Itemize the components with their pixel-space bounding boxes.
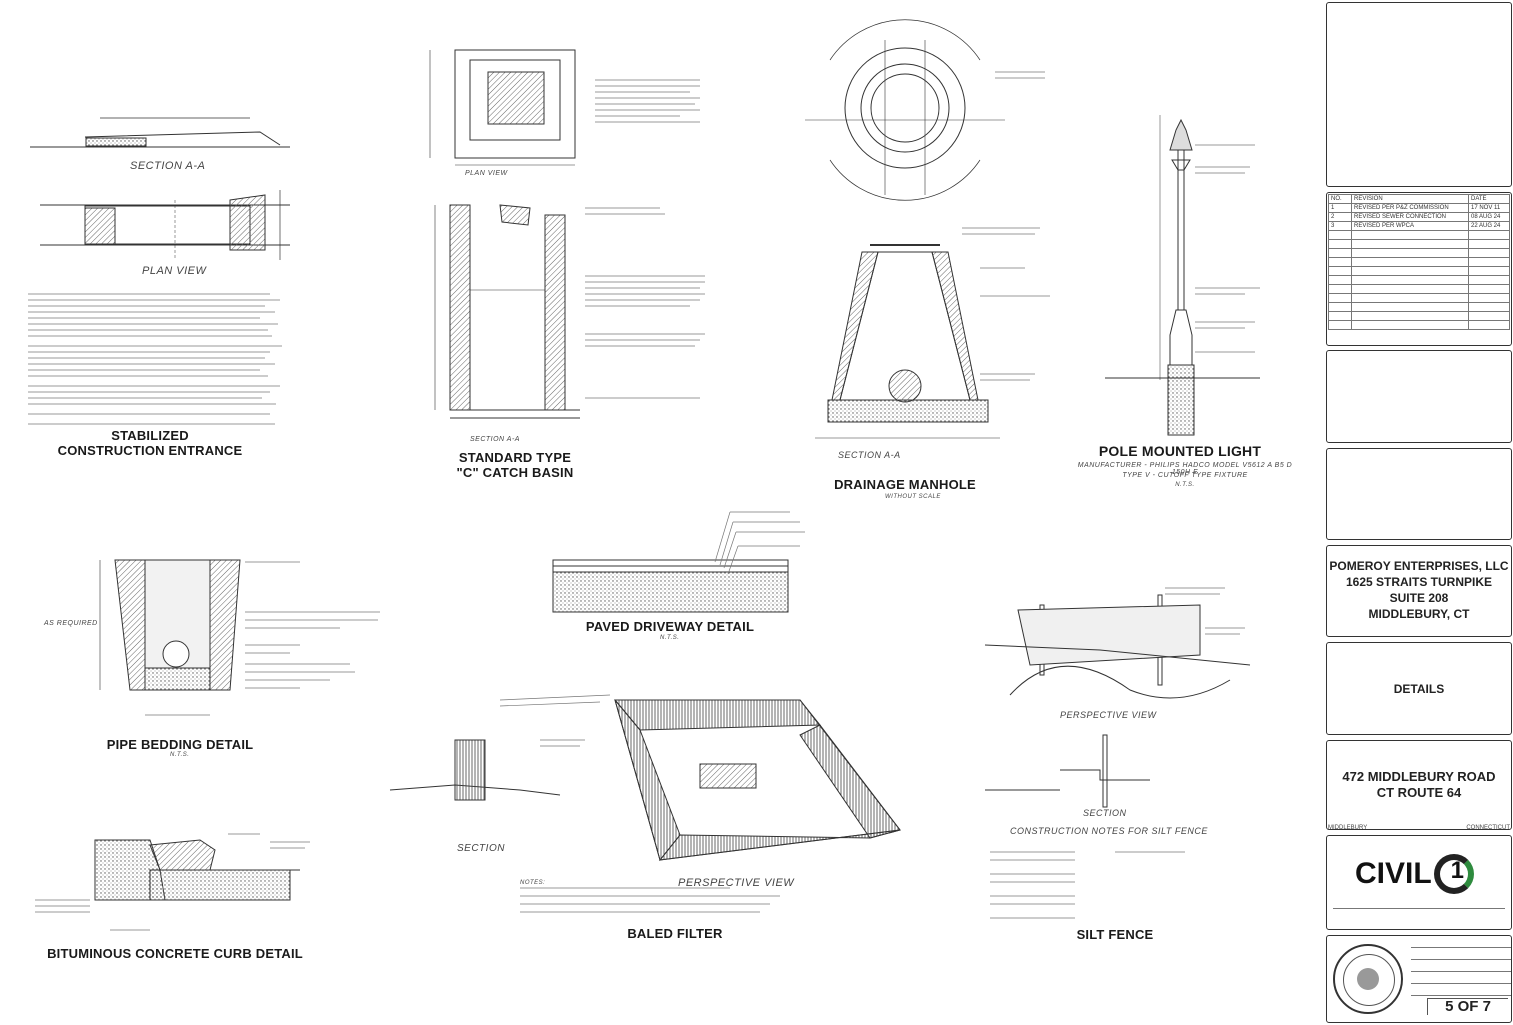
owner-name: POMEROY ENTERPRISES, LLC (1329, 559, 1509, 573)
baled-filter-title: BALED FILTER (627, 926, 723, 941)
curb-drawing (35, 833, 310, 931)
sheet-number: 5 OF 7 (1427, 998, 1508, 1015)
owner-address-2: SUITE 208 (1389, 591, 1449, 605)
silt-fence-section-label: SECTION (1083, 808, 1127, 818)
state-seal-icon (1333, 944, 1403, 1014)
pole-light-manufacturer-2: TYPE V - CUTOFF TYPE FIXTURE (1122, 472, 1248, 479)
town-left: MIDDLEBURY (1328, 825, 1368, 831)
rev-header-revision: REVISION (1351, 194, 1469, 204)
project-route: CT ROUTE 64 (1376, 785, 1462, 800)
pole-light-scale: N.T.S. (1175, 482, 1195, 488)
catch-basin-title: STANDARD TYPE "C" CATCH BASIN (456, 450, 574, 480)
catch-basin-drawing (429, 49, 705, 419)
catch-basin-section-label: SECTION A-A (470, 436, 520, 443)
owner-address-1: 1625 STRAITS TURNPIKE (1345, 575, 1493, 589)
revision-row: 1 REVISED PER P&Z COMMISSION 17 NOV 11 (1328, 203, 1510, 213)
pipe-bedding-title: PIPE BEDDING DETAIL (106, 737, 254, 752)
stabilized-section-label: SECTION A-A (130, 160, 206, 172)
logo-block: CIVIL 1 (1326, 835, 1512, 930)
pole-light-drawing (1105, 115, 1260, 436)
paved-driveway-title: PAVED DRIVEWAY DETAIL (585, 619, 755, 634)
paved-driveway-scale: N.T.S. (660, 635, 680, 641)
baled-filter-section-label: SECTION (457, 843, 505, 854)
stabilized-entrance-drawing (28, 117, 290, 425)
revision-row: 3 REVISED PER WPCA 22 AUG 24 (1328, 221, 1510, 231)
baled-filter-perspective-label: PERSPECTIVE VIEW (678, 877, 795, 889)
stabilized-entrance-title: STABILIZED CONSTRUCTION ENTRANCE (57, 428, 243, 458)
drainage-manhole-title: DRAINAGE MANHOLE (834, 477, 976, 492)
silt-fence-notes-label: CONSTRUCTION NOTES FOR SILT FENCE (1010, 826, 1208, 836)
silt-fence-perspective-label: PERSPECTIVE VIEW (1060, 710, 1157, 720)
catch-basin-plan-label: PLAN VIEW (465, 170, 508, 177)
town-line: MIDDLEBURY CONNECTICUT (1328, 825, 1510, 831)
project-block: 472 MIDDLEBURY ROAD CT ROUTE 64 (1326, 740, 1512, 830)
logo-text: CIVIL (1355, 857, 1432, 890)
owner-city: MIDDLEBURY, CT (1368, 607, 1470, 621)
baled-filter-notes-label: NOTES: (520, 880, 546, 886)
manhole-section-label: SECTION A-A (838, 450, 901, 460)
drainage-manhole-drawing (805, 19, 1050, 439)
blank-box-1 (1326, 350, 1512, 443)
silt-fence-title: SILT FENCE (1076, 927, 1154, 942)
stamp-box (1326, 2, 1512, 187)
sheet-title: DETAILS (1393, 681, 1445, 696)
logo-ring-icon: 1 (1433, 854, 1474, 894)
silt-fence-drawing (984, 587, 1251, 919)
revision-table: NO. REVISION DATE 1 REVISED PER P&Z COMM… (1328, 194, 1510, 330)
town-right: CONNECTICUT (1466, 825, 1510, 831)
manhole-scale: WITHOUT SCALE (885, 494, 941, 500)
baled-filter-drawing (389, 694, 901, 913)
detail-drawings (28, 19, 1260, 931)
seal-and-sheet-block: 5 OF 7 (1326, 935, 1512, 1023)
paved-driveway-drawing (552, 511, 805, 613)
owner-block: POMEROY ENTERPRISES, LLC 1625 STRAITS TU… (1326, 545, 1512, 637)
project-address: 472 MIDDLEBURY ROAD (1342, 769, 1496, 784)
company-logo: CIVIL 1 (1355, 854, 1474, 894)
title-block: NO. REVISION DATE 1 REVISED PER P&Z COMM… (1322, 0, 1513, 1025)
pole-light-manufacturer-1: MANUFACTURER - PHILIPS HADCO MODEL V5612… (1077, 462, 1293, 476)
info-grid (1411, 936, 1511, 996)
pipe-bedding-side-label: AS REQUIRED (44, 620, 98, 627)
rev-header-no: NO. (1328, 194, 1352, 204)
blank-box-2 (1326, 448, 1512, 540)
pipe-bedding-drawing (99, 559, 380, 716)
curb-title: BITUMINOUS CONCRETE CURB DETAIL (47, 946, 303, 961)
sheet-title-block: DETAILS (1326, 642, 1512, 735)
rev-header-date: DATE (1468, 194, 1510, 204)
revision-row: 2 REVISED SEWER CONNECTION 08 AUG 24 (1328, 212, 1510, 222)
pole-light-title: POLE MOUNTED LIGHT (1098, 443, 1262, 459)
revision-block: NO. REVISION DATE 1 REVISED PER P&Z COMM… (1326, 192, 1512, 346)
stabilized-plan-label: PLAN VIEW (142, 265, 207, 277)
pipe-bedding-scale: N.T.S. (170, 752, 190, 758)
